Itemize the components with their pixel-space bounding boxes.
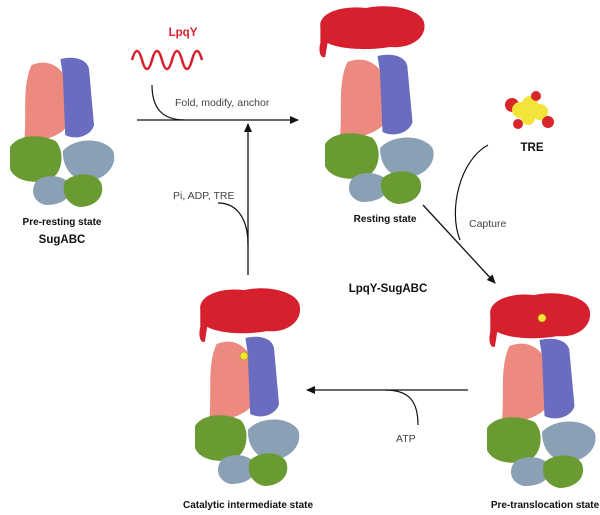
catalytic-intermediate-structure — [195, 288, 301, 486]
pi-adp-tre-label: Pi, ADP, TRE — [173, 190, 235, 202]
fold-label: Fold, modify, anchor — [175, 97, 270, 109]
release-output-curve — [217, 202, 249, 246]
fold-input-curve — [151, 84, 186, 121]
pre-resting-sugabc-structure — [10, 57, 115, 208]
atp-label: ATP — [396, 433, 416, 445]
sugabc-label: SugABC — [38, 234, 86, 246]
pre-translocation-label: Pre-translocation state — [490, 500, 600, 511]
tre-label: TRE — [520, 142, 544, 154]
pre-translocation-structure — [487, 293, 596, 488]
pre-resting-label: Pre-resting state — [22, 217, 102, 228]
tre-molecule-icon — [505, 91, 554, 129]
lpqy-unfolded-chain-icon — [130, 49, 204, 71]
resting-label: Resting state — [353, 214, 417, 225]
complex-name-label: LpqY-SugABC — [348, 283, 428, 295]
capture-arrow — [422, 204, 496, 284]
lpqy-label: LpqY — [168, 27, 198, 39]
catalytic-label: Catalytic intermediate state — [182, 500, 314, 511]
atp-input-curve — [384, 389, 419, 426]
capture-input-curve — [454, 144, 489, 241]
capture-label: Capture — [469, 218, 507, 230]
resting-state-structure — [319, 6, 434, 205]
